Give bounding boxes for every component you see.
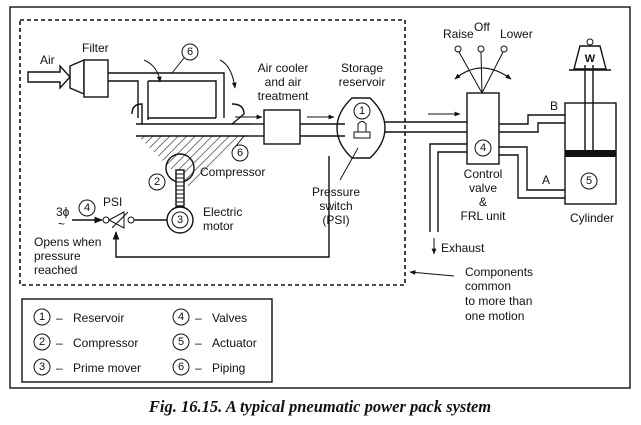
figure-caption: Fig. 16.15. A typical pneumatic power pa… [148,397,491,416]
components-label-3: to more than [465,294,532,308]
svg-text:–: – [195,311,202,325]
electric-motor: 3 [166,206,194,234]
opens-when-label-3: reached [34,263,77,277]
port-a-label: A [542,173,550,187]
svg-text:Prime mover: Prime mover [73,361,141,375]
svg-text:3: 3 [177,214,183,226]
psi-label: PSI [103,195,122,209]
svg-text:5: 5 [178,336,184,348]
outer-frame [9,6,631,389]
storage-label-2: reservoir [339,75,386,89]
storage-label-1: Storage [341,61,383,75]
cylinder: 5 [564,65,617,205]
port-b-pipe [499,114,565,133]
port-b-label: B [550,99,558,113]
control-valve-label-1: Control [464,167,503,181]
air-inlet-arrow [27,64,71,90]
control-lever[interactable] [454,45,512,94]
legend-item: 2 – Compressor [33,333,138,351]
port-a-pipe [499,146,565,199]
svg-text:4: 4 [178,311,184,323]
svg-text:4: 4 [84,202,90,214]
opens-when-label-1: Opens when [34,235,101,249]
legend-item: 3 – Prime mover [33,358,141,376]
svg-text:Valves: Valves [212,311,247,325]
flow-arrow [143,59,162,83]
svg-text:6: 6 [187,46,193,58]
svg-text:–: – [195,361,202,375]
electric-motor-label-2: motor [203,219,234,233]
exhaust-pipe [429,143,467,255]
pressure-switch-label-2: switch [319,199,352,213]
compressor-shaft [175,169,185,207]
electric-motor-label-1: Electric [203,205,242,219]
air-cooler-label-2: and air [265,75,302,89]
piping-marker-bottom: 6 [231,135,249,162]
pressure-switch-label-1: Pressure [312,185,360,199]
svg-text:Reservoir: Reservoir [73,311,124,325]
shaft-coils [176,173,184,203]
lower-label: Lower [500,27,533,41]
svg-text:Piping: Piping [212,361,245,375]
main-supply-pipe [385,121,467,133]
components-pointer [409,270,455,277]
control-valve-label-2: valve [469,181,497,195]
cylinder-label: Cylinder [570,211,614,225]
svg-text:2: 2 [39,336,45,348]
svg-text:6: 6 [237,147,243,159]
svg-text:3: 3 [39,361,45,373]
air-cooler-label-3: treatment [258,89,309,103]
filter [69,58,109,98]
pressure-switch-pointer [339,147,359,181]
storage-reservoir: 1 [336,97,386,159]
compressor-label: Compressor [200,165,265,179]
air-cooler-label-1: Air cooler [258,61,309,75]
three-phase-label: 3ϕ [56,205,70,219]
compressor [130,103,250,188]
compressor-marker: 2 [148,173,166,191]
svg-text:W: W [585,53,596,65]
svg-text:–: – [56,311,63,325]
svg-text:–: – [195,336,202,350]
tilde-label: ~ [58,217,65,231]
pressure-switch-label-3: (PSI) [322,213,349,227]
pressure-feedback-line [112,156,330,258]
common-components-boundary [19,19,406,286]
svg-text:–: – [56,361,63,375]
svg-text:4: 4 [480,142,486,154]
piping-top-loop [108,72,225,120]
components-label-1: Components [465,265,533,279]
svg-text:Compressor: Compressor [73,336,138,350]
svg-text:6: 6 [178,361,184,373]
svg-text:1: 1 [39,311,45,323]
svg-text:5: 5 [586,175,592,187]
svg-text:–: – [56,336,63,350]
raise-label: Raise [443,27,474,41]
legend: 1 – Reservoir 2 – Compressor 3 – Prime m… [21,298,273,383]
svg-text:Actuator: Actuator [212,336,257,350]
legend-item: 5 – Actuator [172,333,257,351]
psi-valve-marker: 4 [78,199,96,217]
control-valve-label-3: & [479,195,487,209]
control-valve: 4 [466,92,500,165]
legend-item: 1 – Reservoir [33,308,124,326]
exhaust-label: Exhaust [441,241,485,255]
svg-text:2: 2 [154,176,160,188]
opens-when-label-2: pressure [34,249,81,263]
air-label: Air [40,53,55,67]
components-label-2: common [465,279,511,293]
filter-label: Filter [82,41,109,55]
svg-text:1: 1 [359,105,365,117]
flow-arrow [219,59,237,89]
weight: W [569,38,611,71]
control-valve-label-4: FRL unit [461,209,507,223]
air-cooler [250,109,345,145]
pressure-switch-contact [72,211,167,229]
components-label-4: one motion [465,309,524,323]
piping-marker-top: 6 [171,43,199,74]
legend-item: 6 – Piping [172,358,245,376]
legend-item: 4 – Valves [172,308,247,326]
off-label: Off [474,20,490,34]
